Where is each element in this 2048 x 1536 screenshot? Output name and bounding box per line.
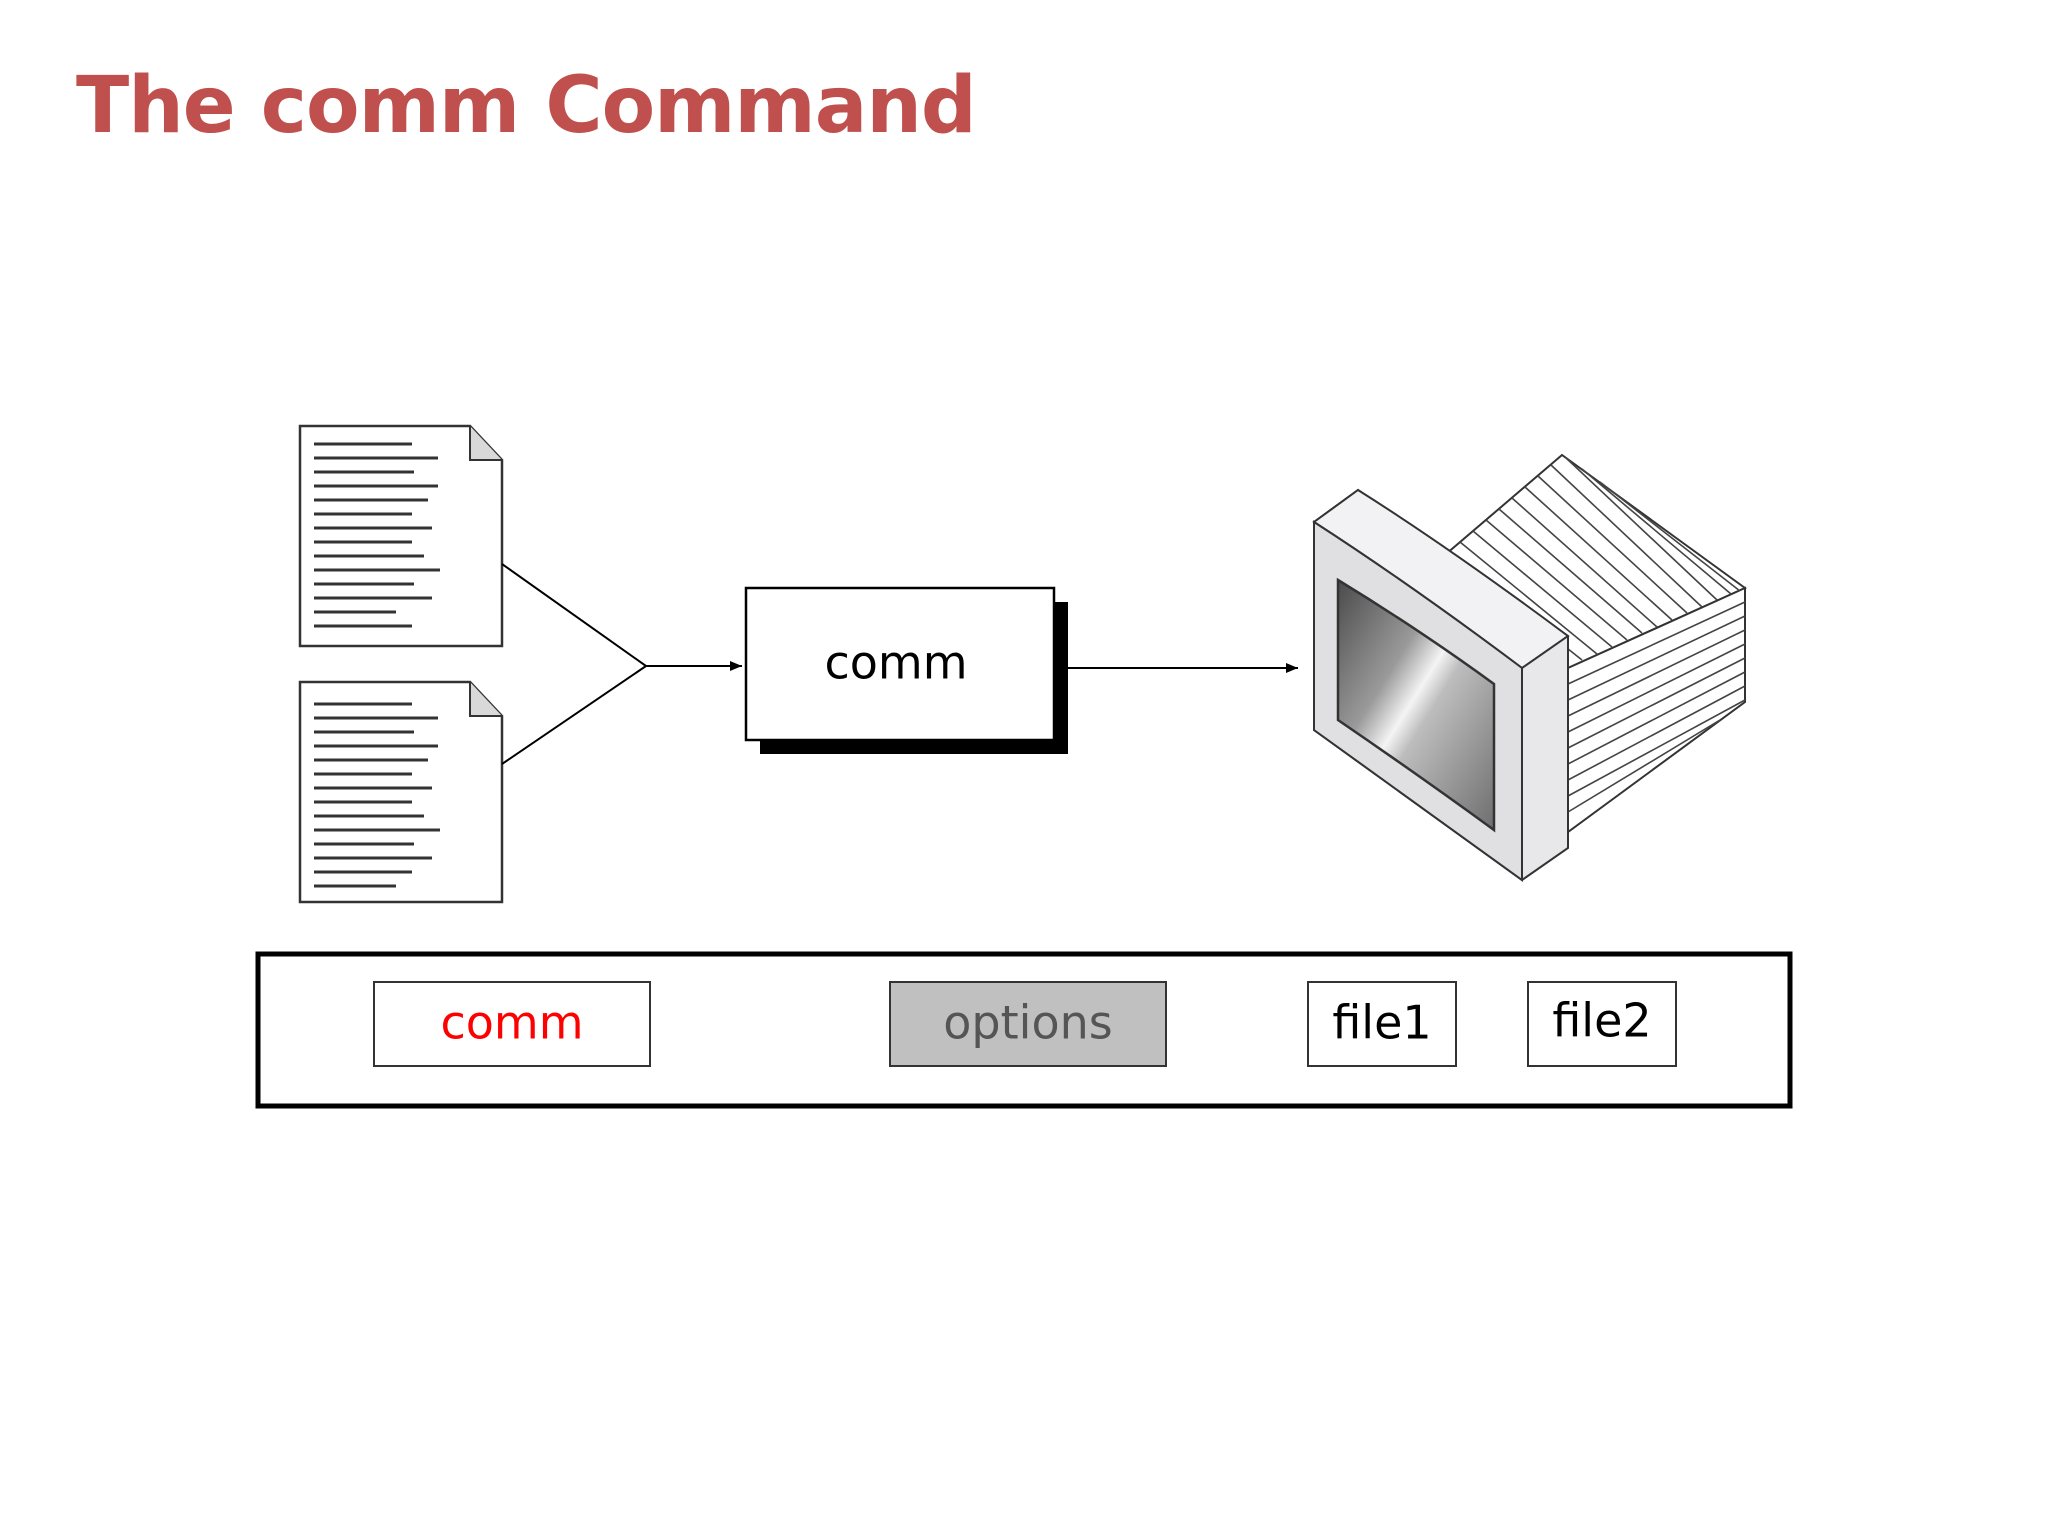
syntax-options-box: options xyxy=(889,981,1167,1067)
syntax-bar: comm options file1 file2 xyxy=(255,951,1793,1109)
syntax-file2-box: file2 xyxy=(1527,981,1677,1067)
syntax-file2-text: file2 xyxy=(1552,994,1651,1048)
syntax-command-box: comm xyxy=(373,981,651,1067)
syntax-file1-text: file1 xyxy=(1332,996,1431,1050)
input-file-2-icon xyxy=(298,680,504,904)
monitor-icon xyxy=(1312,453,1747,882)
syntax-options-text: options xyxy=(943,996,1112,1050)
syntax-file1-box: file1 xyxy=(1307,981,1457,1067)
input-file-1-icon xyxy=(298,424,504,648)
comm-process-label: comm xyxy=(824,636,967,690)
syntax-command-text: comm xyxy=(440,996,583,1050)
comm-process-box: comm xyxy=(744,586,1068,754)
slide-title: The comm Command xyxy=(76,61,977,151)
merge-connector xyxy=(501,563,647,765)
